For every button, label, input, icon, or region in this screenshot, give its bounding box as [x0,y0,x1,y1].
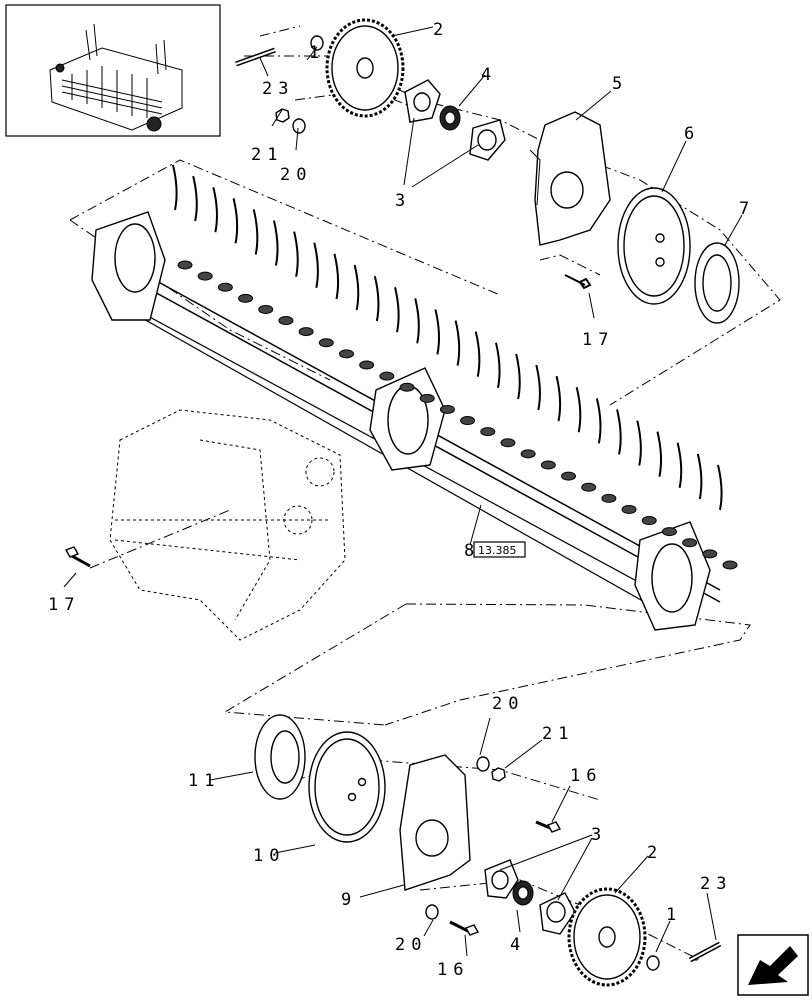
disc-10 [308,731,386,843]
tine-holder [520,449,536,459]
callout-4-top: 4 [481,65,497,85]
tine-holder [500,438,516,448]
callout-17-left: 17 [48,595,80,615]
tine-holder [561,471,577,481]
rotor-tine [212,186,218,233]
tine-holder [298,327,314,337]
callout-16-mid: 16 [570,766,602,786]
rotor-tine [434,309,441,355]
callout-20-bottom: 20 [492,694,524,714]
rotor-tine [676,442,683,488]
rotor-tine [515,353,521,400]
callout-20-top: 20 [280,165,312,185]
reference-box-label: 13.385 [478,544,517,557]
tine-holder [359,360,375,370]
baler-frame-ghost [109,409,346,641]
rotor-tine [353,264,360,311]
callout-21-bottom: 21 [542,724,574,744]
callout-10: 10 [253,846,285,866]
tine-holder [217,282,233,292]
callout-9: 9 [341,890,357,910]
side-plate-upper [529,111,611,246]
callout-6: 6 [684,124,700,144]
cam-7 [694,242,740,324]
tine-holder [439,404,455,414]
tine-holder [480,427,496,437]
leader-lines [63,26,743,957]
rotor-tine [575,386,582,433]
tine-holder [197,271,213,281]
tine-holder [379,371,395,381]
callout-2-top: 2 [433,20,449,40]
rotor-tine [172,164,178,211]
callout-1-top: 1 [309,43,325,63]
callout-8: 8 [464,541,480,561]
tine-holder [278,316,294,326]
rotor-tine [414,298,420,344]
sprocket-lower [567,887,647,987]
rotor-tine [313,242,319,288]
tine-holder [419,393,435,403]
callout-16-bottom: 16 [437,960,469,980]
rotor-tine [394,286,400,333]
tine-holder [621,504,637,514]
tine-holder [318,338,334,348]
callout-11: 11 [188,771,220,791]
tine-holder [581,482,597,492]
cam-11 [254,714,306,800]
callout-7: 7 [739,199,755,219]
tine-holder [399,382,415,392]
tine-holder [601,493,617,503]
rotor-tine [293,231,299,277]
callout-23-bottom: 23 [700,874,732,894]
tine-holder [540,460,556,470]
rotor-tine [656,431,663,477]
callout-4-bottom: 4 [510,935,526,955]
callout-3-bottom: 3 [591,825,607,845]
tine-holder [682,538,698,548]
callout-20-bottom-2: 20 [395,935,427,955]
rotor-tine [636,420,642,466]
side-plate-lower [399,754,471,891]
rotor-assembly [91,164,738,631]
disc-6 [617,187,691,305]
rotor-tine [474,331,481,377]
rotor-tine [232,198,239,244]
rotor-tine [272,220,279,266]
callout-23-top: 23 [262,79,294,99]
callout-3-top: 3 [395,191,411,211]
navigation-arrow-icon[interactable] [737,934,809,996]
rotor-tine [252,209,259,255]
tine-holder [460,416,476,426]
rotor-tine [494,342,501,388]
sprocket-upper [325,18,405,118]
rotor-tine [616,409,622,455]
tine-holder [702,549,718,559]
tine-holder [338,349,354,359]
callout-21-top: 21 [251,145,283,165]
rotor-tine [535,364,541,411]
tine-holder [258,304,274,314]
rotor-tine [373,275,380,322]
rotor-tine [454,320,461,366]
tine-holder [661,527,677,537]
rotor-tine [595,398,602,444]
tine-holder [722,560,738,570]
rotor-tine [696,453,703,500]
overview-thumbnail [5,4,221,137]
callout-2-bottom: 2 [647,843,663,863]
tine-holder [177,260,193,270]
rotor-tine [333,253,340,300]
callout-5: 5 [612,74,628,94]
tine-holder [238,293,254,303]
rotor-tine [555,375,562,422]
tine-holder [641,516,657,526]
callout-17-right: 17 [582,330,614,350]
reference-box-13-385[interactable]: 13.385 [473,541,526,558]
rotor-tine [717,464,723,511]
callout-1-bottom: 1 [666,905,682,925]
rotor-tine [192,175,198,222]
